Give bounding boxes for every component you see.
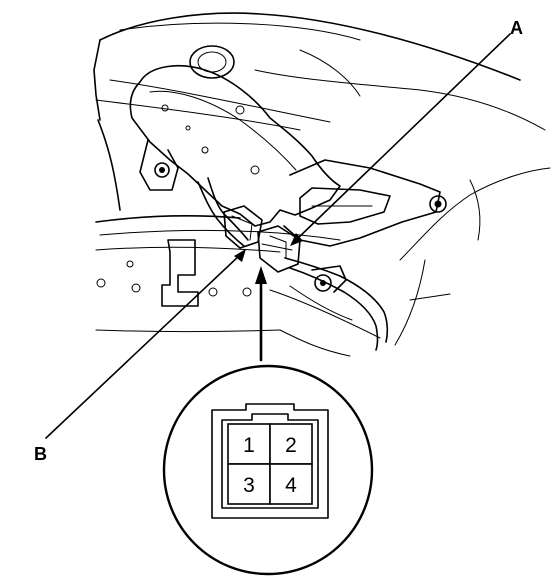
connector-b-body [223, 205, 263, 249]
pin-4-cavity [269, 463, 313, 505]
callout-a-leader [290, 33, 511, 246]
pin-2-label: 2 [285, 434, 297, 457]
pin-1-label: 1 [243, 434, 255, 457]
bracket [161, 239, 199, 307]
body-panel-outline [93, 12, 551, 357]
lever-arm [283, 159, 447, 247]
callout-b-leader [45, 249, 246, 439]
pin-3-cavity [227, 463, 271, 505]
connector-face [221, 413, 319, 509]
pin-3-label: 3 [243, 474, 255, 497]
connector-housing [211, 403, 329, 519]
connector-a-body [257, 225, 301, 273]
pin-2-cavity [269, 423, 313, 465]
callout-label-a: A [510, 18, 523, 38]
pin-4-label: 4 [285, 474, 297, 497]
detail-pointer-arrow [255, 266, 267, 362]
ground-bolt [311, 265, 347, 293]
connector-detail-view: 1 2 3 4 [162, 364, 374, 576]
callout-label-b: B [34, 444, 47, 464]
actuator-motor [129, 45, 341, 227]
harness [197, 177, 389, 351]
panel-holes [96, 260, 252, 297]
